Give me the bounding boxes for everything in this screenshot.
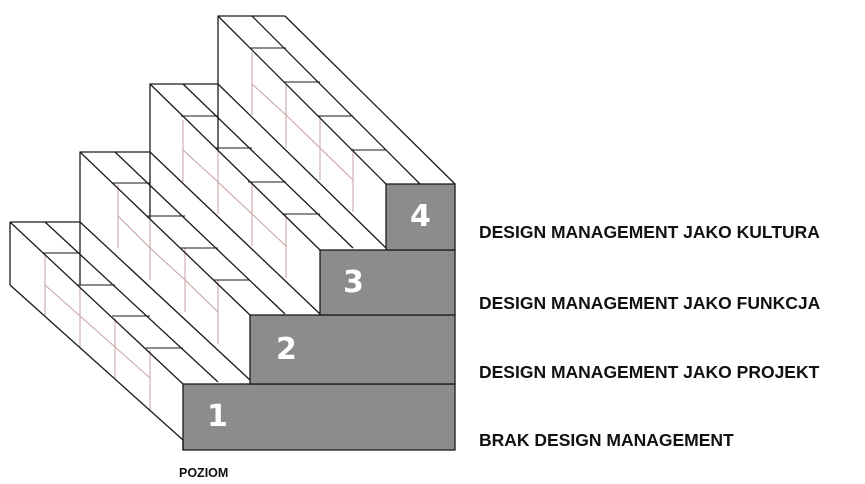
riser-step-4 [385, 183, 456, 251]
step-number-2: 2 [276, 332, 297, 367]
side-wall-brick-pattern [44, 52, 354, 410]
level-label-4: DESIGN MANAGEMENT JAKO KULTURA [479, 222, 820, 242]
step-number-4: 4 [410, 199, 431, 234]
riser-step-1 [182, 383, 456, 451]
level-label-1: BRAK DESIGN MANAGEMENT [479, 430, 734, 450]
riser-step-3 [319, 249, 456, 316]
staircase-outline [9, 15, 456, 441]
step-number-3: 3 [343, 265, 364, 300]
level-label-2: DESIGN MANAGEMENT JAKO PROJEKT [479, 362, 820, 382]
step-number-1: 1 [207, 399, 228, 434]
level-label-3: DESIGN MANAGEMENT JAKO FUNKCJA [479, 293, 821, 313]
step-risers [182, 183, 456, 451]
axis-caption-poziom: POZIOM [179, 466, 229, 480]
tread-brick-lines [43, 47, 386, 349]
